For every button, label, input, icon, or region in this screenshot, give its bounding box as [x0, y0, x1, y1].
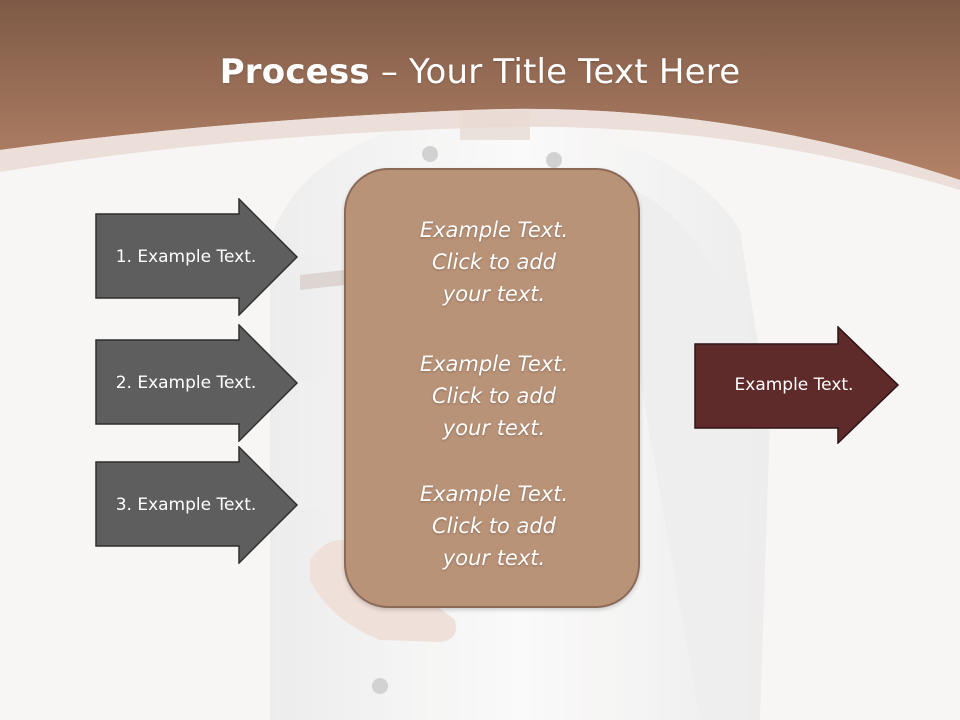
- text-line: Example Text.: [419, 218, 569, 242]
- process-arrow-1[interactable]: 1. Example Text.: [95, 198, 299, 316]
- process-arrow-2[interactable]: 2. Example Text.: [95, 324, 299, 442]
- title-bold: Process: [219, 52, 370, 92]
- title-rest: – Your Title Text Here: [369, 52, 741, 92]
- text-line: your text.: [442, 546, 546, 570]
- text-line: Click to add: [431, 514, 556, 538]
- process-arrow-3[interactable]: 3. Example Text.: [95, 446, 299, 564]
- arrow-label: 2. Example Text.: [115, 373, 257, 393]
- text-line: Example Text.: [419, 482, 569, 506]
- arrow-label: 1. Example Text.: [115, 247, 257, 267]
- arrow-shape: [95, 324, 299, 442]
- text-line: your text.: [442, 282, 546, 306]
- center-text-block-2: Example Text. Click to add your text.: [346, 348, 642, 444]
- output-arrow[interactable]: Example Text.: [694, 326, 900, 444]
- arrow-label: Example Text.: [734, 375, 854, 395]
- arrow-label: 3. Example Text.: [115, 495, 257, 515]
- text-line: Click to add: [431, 250, 556, 274]
- text-line: your text.: [442, 416, 546, 440]
- center-text-box[interactable]: Example Text. Click to add your text. Ex…: [344, 168, 640, 608]
- center-text-block-1: Example Text. Click to add your text.: [346, 214, 642, 310]
- text-line: Click to add: [431, 384, 556, 408]
- arrow-shape: [95, 446, 299, 564]
- text-line: Example Text.: [419, 352, 569, 376]
- arrow-shape: [95, 198, 299, 316]
- center-text-block-3: Example Text. Click to add your text.: [346, 478, 642, 574]
- slide-title[interactable]: Process – Your Title Text Here: [0, 52, 960, 92]
- arrow-shape: [694, 326, 900, 444]
